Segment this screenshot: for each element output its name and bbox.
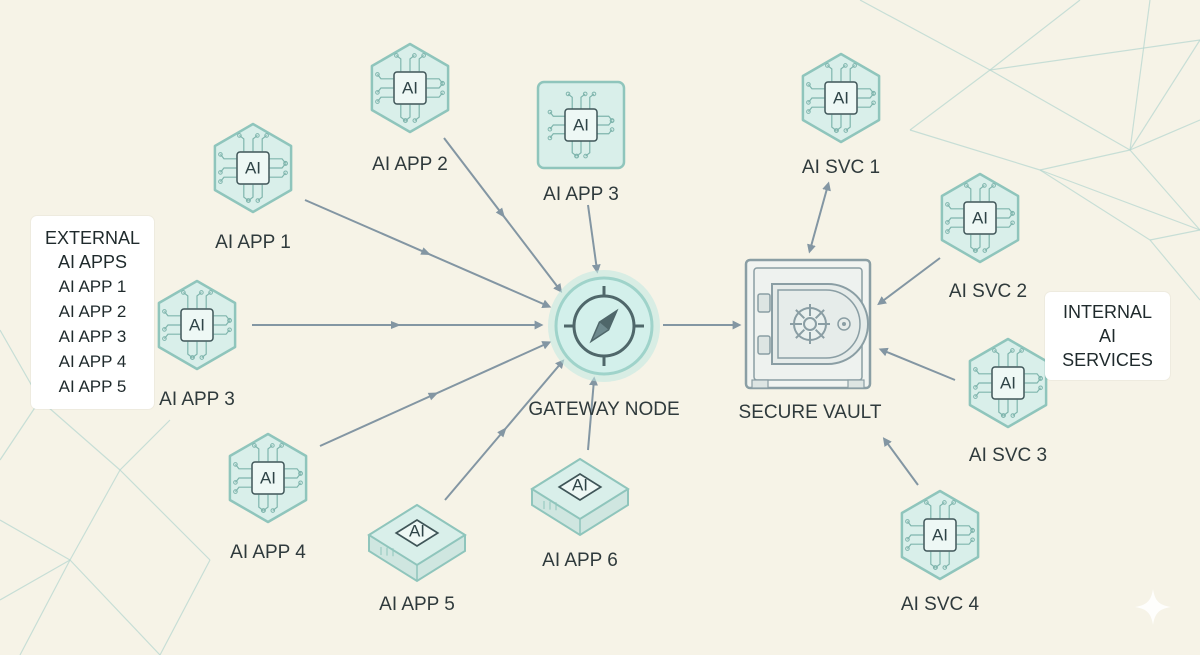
sparkle-icon (1135, 589, 1171, 625)
legend-item: AI APP 1 (58, 277, 127, 296)
node-chip-label: AI (931, 525, 949, 545)
node-caption-app3-left: AI APP 3 (159, 389, 235, 410)
ai-chip-icon (801, 52, 881, 144)
ai-chip-icon (940, 172, 1020, 264)
node-caption-app2: AI APP 2 (372, 154, 448, 175)
node-caption-svc3: AI SVC 3 (968, 445, 1048, 466)
external-legend-title: EXTERNAL AI APPS (44, 228, 141, 272)
edge-svc2-to-vault (877, 257, 941, 306)
ai-chip-icon (367, 503, 467, 583)
ai-chip-icon (530, 457, 630, 537)
node-chip-label: AI (408, 521, 426, 541)
node-chip-label: AI (572, 115, 590, 135)
edge-svc4-to-vault (882, 437, 919, 486)
node-caption-app3-top: AI APP 3 (543, 184, 619, 205)
internal-legend-title: INTERNAL AI SERVICES (1062, 302, 1153, 370)
edge-app6-to-gateway (587, 376, 599, 451)
ai-chip-icon (213, 122, 293, 214)
node-chip-label: AI (401, 78, 419, 98)
ai-chip-icon (900, 489, 980, 581)
node-caption-app5: AI APP 5 (379, 594, 455, 615)
vault-label: SECURE VAULT (738, 402, 882, 423)
legend-item: AI APP 5 (58, 377, 127, 396)
legend-item: AI APP 4 (58, 352, 127, 371)
internal-services-legend: INTERNAL AI SERVICES (1045, 292, 1170, 380)
ai-chip-icon (228, 432, 308, 524)
node-chip-label: AI (259, 468, 277, 488)
node-chip-label: AI (832, 88, 850, 108)
compass-icon (589, 308, 619, 344)
node-caption-app6: AI APP 6 (542, 550, 618, 571)
ai-chip-icon (370, 42, 450, 134)
legend-item: AI APP 2 (58, 302, 127, 321)
edge-app3-top-to-gateway (587, 204, 601, 274)
node-chip-label: AI (571, 475, 589, 495)
gateway-label: GATEWAY NODE (528, 399, 680, 420)
node-chip-label: AI (971, 208, 989, 228)
node-caption-svc1: AI SVC 1 (801, 157, 881, 178)
node-caption-svc2: AI SVC 2 (948, 281, 1028, 302)
node-chip-label: AI (999, 373, 1017, 393)
node-chip-label: AI (244, 158, 262, 178)
node-caption-app1: AI APP 1 (215, 232, 291, 253)
ai-chip-icon (536, 80, 626, 170)
node-caption-app4: AI APP 4 (230, 542, 306, 563)
edge-svc1-to-vault (807, 181, 831, 254)
legend-item: AI APP 3 (58, 327, 127, 346)
ai-chip-icon (157, 279, 237, 371)
external-legend-list: AI APP 1 AI APP 2 AI APP 3 AI APP 4 AI APP 5 (41, 274, 144, 399)
ai-chip-icon (968, 337, 1048, 429)
edge-svc3-to-vault (878, 347, 956, 381)
node-caption-svc4: AI SVC 4 (900, 594, 980, 615)
node-chip-label: AI (188, 315, 206, 335)
